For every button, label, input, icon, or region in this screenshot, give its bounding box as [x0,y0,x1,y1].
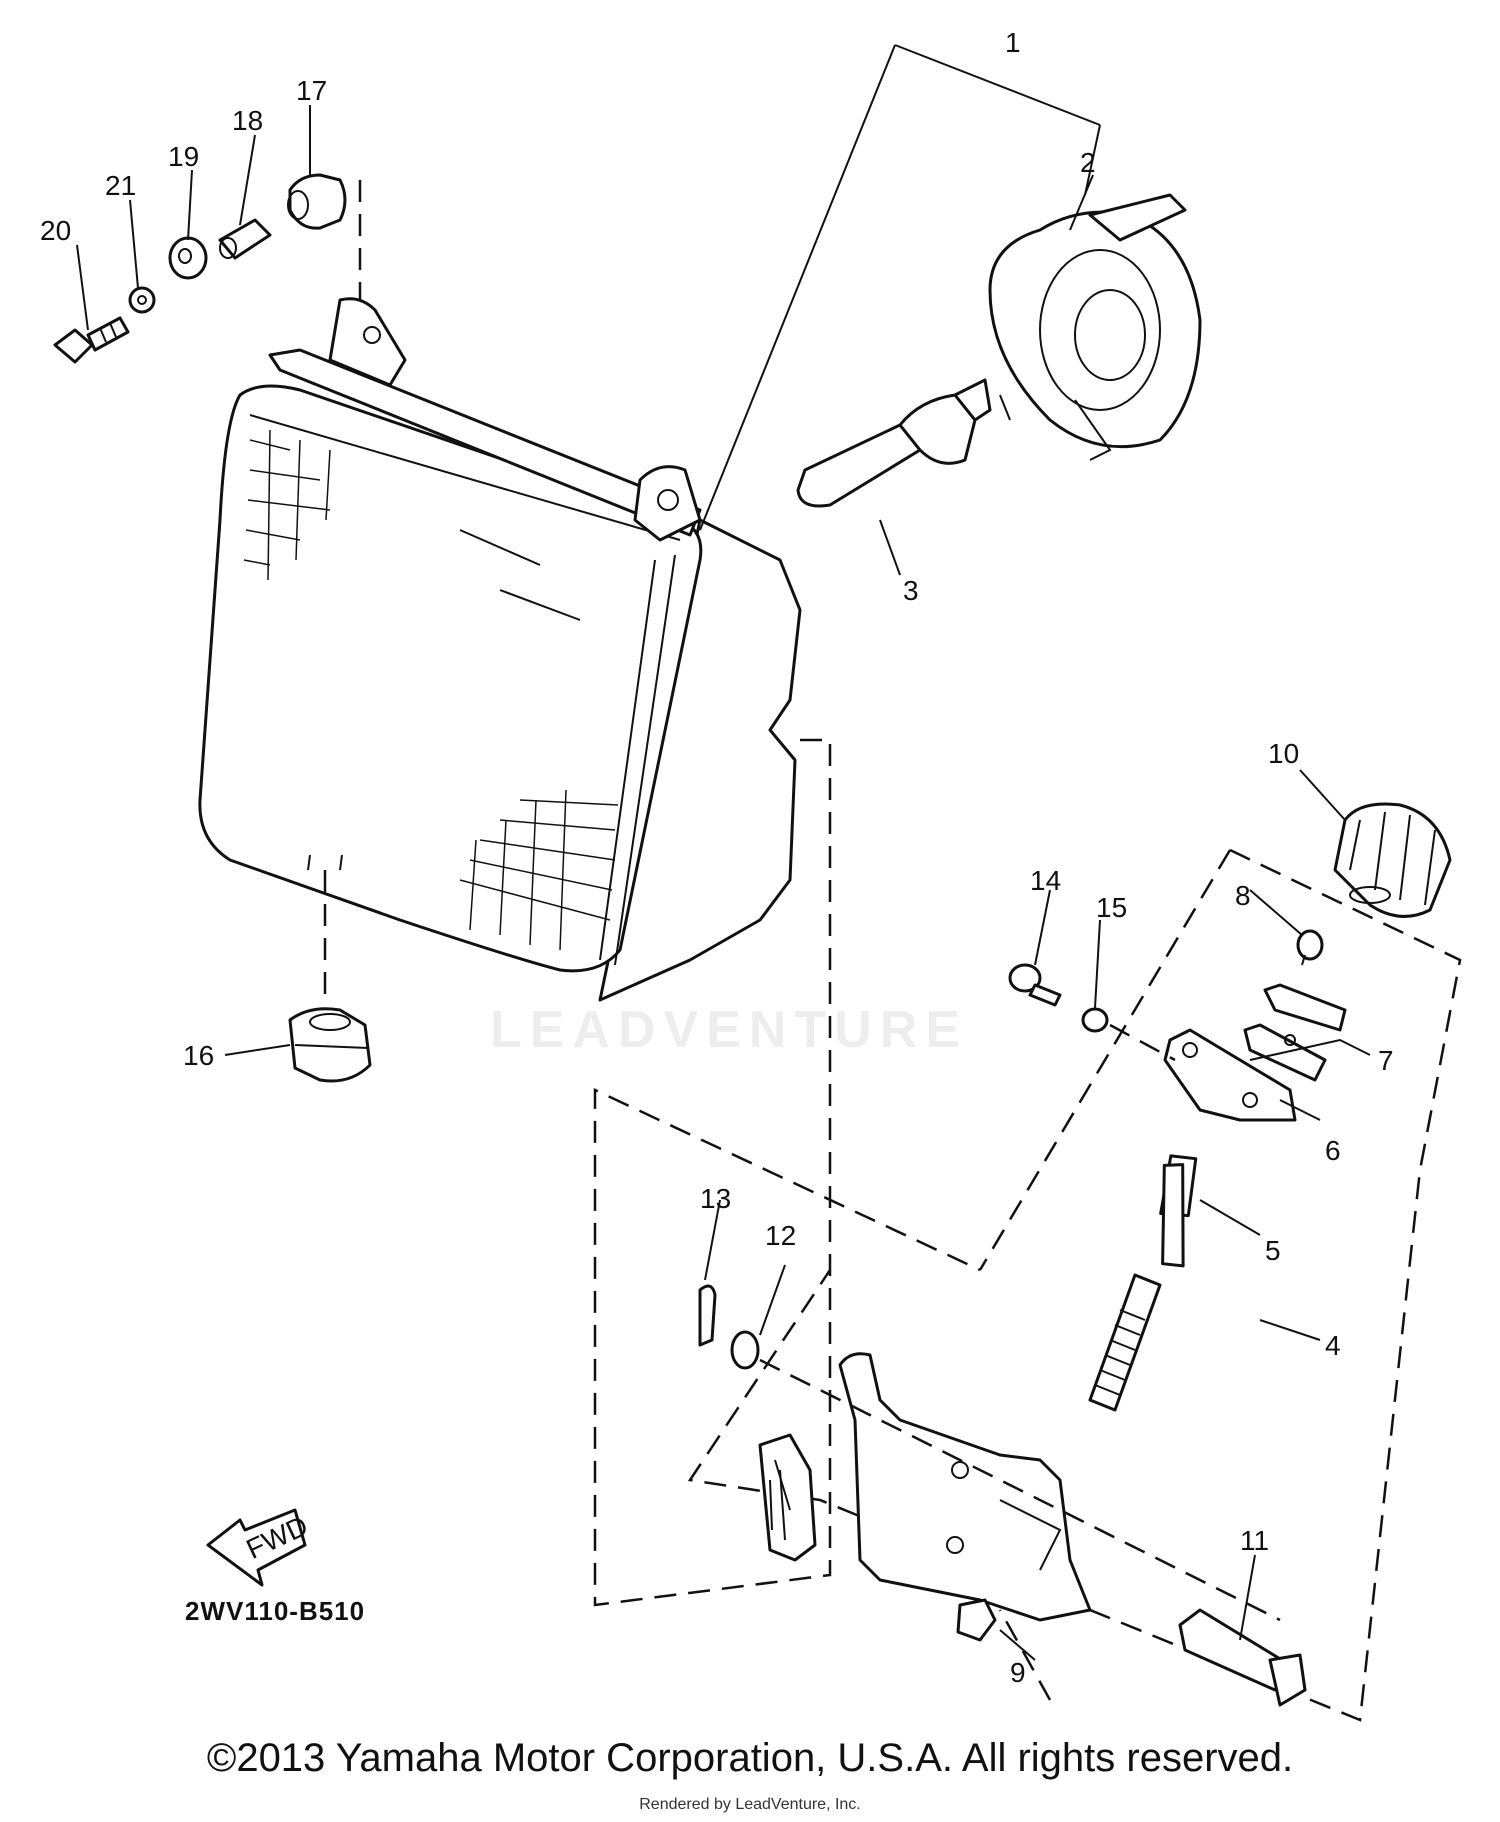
part-1-group-outline [593,738,981,1607]
part-16-grommet [288,854,372,1083]
watermark: LEADVENTURE [490,1001,969,1059]
drawing-code: 2WV110-B510 [185,1596,365,1626]
part-4-bracket-assembly [687,802,1462,1722]
callout-10: 10 [1268,738,1299,769]
callout-6: 6 [1325,1135,1341,1166]
callout-9: 9 [1010,1657,1026,1688]
callout-16: 16 [183,1040,214,1071]
callout-4: 4 [1325,1330,1341,1361]
callout-13: 13 [700,1183,731,1214]
fwd-arrow-icon: FWD [206,1508,312,1587]
callout-15: 15 [1096,892,1127,923]
callout-21: 21 [105,170,136,201]
callout-17: 17 [296,75,327,106]
part-2-socket-cover [988,193,1202,461]
callout-2: 2 [1080,147,1096,178]
callout-11: 11 [1240,1525,1269,1556]
callout-14: 14 [1030,865,1061,896]
callout-8: 8 [1235,880,1251,911]
callout-3: 3 [903,575,919,606]
callout-20: 20 [40,215,71,246]
part-3-bulb [796,378,1011,508]
callout-18: 18 [232,105,263,136]
leader-lines [76,105,1371,1661]
callout-12: 12 [765,1220,796,1251]
callout-1: 1 [1005,27,1021,58]
rendered-by-text: Rendered by LeadVenture, Inc. [639,1796,861,1813]
callout-19: 19 [168,141,199,172]
callout-7: 7 [1378,1045,1394,1076]
headlight-unit [198,297,802,1002]
callout-5: 5 [1265,1235,1281,1266]
callout-labels: 1 2 3 4 5 6 7 8 9 10 11 12 13 14 15 16 1… [40,27,1394,1688]
copyright-footer: ©2013 Yamaha Motor Corporation, U.S.A. A… [206,1736,1294,1780]
parts-17-21-hardware [53,173,362,364]
